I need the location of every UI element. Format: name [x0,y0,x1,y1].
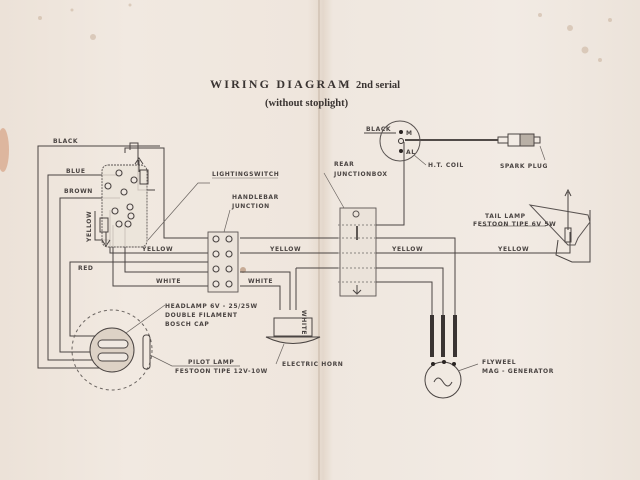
flywheel-generator [424,315,462,399]
lighting-switch-leader [147,182,210,241]
label-headlamp-cap: BOSCH CAP [165,321,209,328]
label-wire-yellow-2: YELLOW [269,246,301,253]
coil-al: AL [406,149,416,156]
wire-rear-mag-2 [372,267,444,328]
wire-al-coil [372,142,405,226]
wire-switch-frame [124,147,210,239]
electric-horn [265,317,321,344]
label-rear: REAR [334,161,354,168]
label-wire-white-1: WHITE [156,278,181,285]
label-wire-brown: BROWN [64,188,93,195]
label-wire-blue: BLUE [66,168,86,175]
wire-white-mid [240,285,281,310]
label-headlamp: HEADLAMP 6V - 25/25W [165,303,258,310]
label-headlamp-filament: DOUBLE FILAMENT [165,312,238,319]
wire-blue [47,174,120,361]
diagram-subtitle: (without stoplight) [265,98,349,109]
headlamp-leader [125,304,166,334]
label-lighting-switch: LIGHTINGSWITCH [212,171,279,178]
label-pilot-lamp: PILOT LAMP [188,359,234,366]
horn-leader [275,343,285,365]
headlamp [71,309,153,391]
label-wire-red: RED [78,265,94,272]
wire-rear-mag-3 [372,281,433,328]
tail-lamp [528,188,591,246]
label-coil-black: BLACK [366,126,391,133]
label-ht-coil: H.T. COIL [428,162,464,169]
label-wire-yellow-4: YELLOW [497,246,529,253]
rear-junction-leader [323,172,345,209]
lighting-switch [99,157,149,248]
wire-hb-horn [240,271,291,310]
label-junctionbox: JUNCTIONBOX [333,171,388,178]
coil-m: M [406,130,413,137]
wire-rear-mag-1 [372,237,456,328]
wire-red [69,261,210,337]
pilot-lamp-leader [149,354,240,367]
wire-yellow-tail [372,232,571,254]
diagram-title: WIRING DIAGRAM [210,77,352,91]
flywheel-leader [457,363,479,372]
diagram-title-suffix: 2nd serial [356,80,400,91]
label-mag-generator: MAG - GENERATOR [482,368,554,375]
label-tail-lamp-spec: FESTOON TIPE 6V 5W [473,221,556,228]
label-tail-lamp: TAIL LAMP [485,213,526,220]
label-junction: JUNCTION [231,203,270,210]
spark-plug-leader [539,145,546,161]
label-wire-yellow-3: YELLOW [391,246,423,253]
label-wire-yellow-vertical: YELLOW [86,211,93,243]
label-handlebar: HANDLEBAR [232,194,279,201]
handlebar-junction [207,231,239,293]
label-pilot-lamp-spec: FESTOON TIPE 12V-10W [175,368,268,375]
wire-black [37,145,160,369]
label-spark-plug: SPARK PLUG [500,163,548,170]
label-wire-black: BLACK [53,138,78,145]
wire-tail-ground [555,210,591,263]
label-wire-white-horn: WHITE [300,310,307,335]
pilot-lamp [142,334,151,370]
spark-plug [497,133,541,147]
label-wire-white-2: WHITE [248,278,273,285]
label-electric-horn: ELECTRIC HORN [282,361,343,368]
rear-junction-box [338,207,378,297]
ht-coil: M AL [379,120,421,162]
handlebar-leader [223,209,231,233]
ht-coil-leader [413,154,427,166]
label-flywheel: FLYWEEL [482,359,516,366]
paper-stain-left [0,128,9,172]
wire-brown [59,197,120,353]
label-wire-yellow-1: YELLOW [141,246,173,253]
title-dash: - [342,77,348,91]
